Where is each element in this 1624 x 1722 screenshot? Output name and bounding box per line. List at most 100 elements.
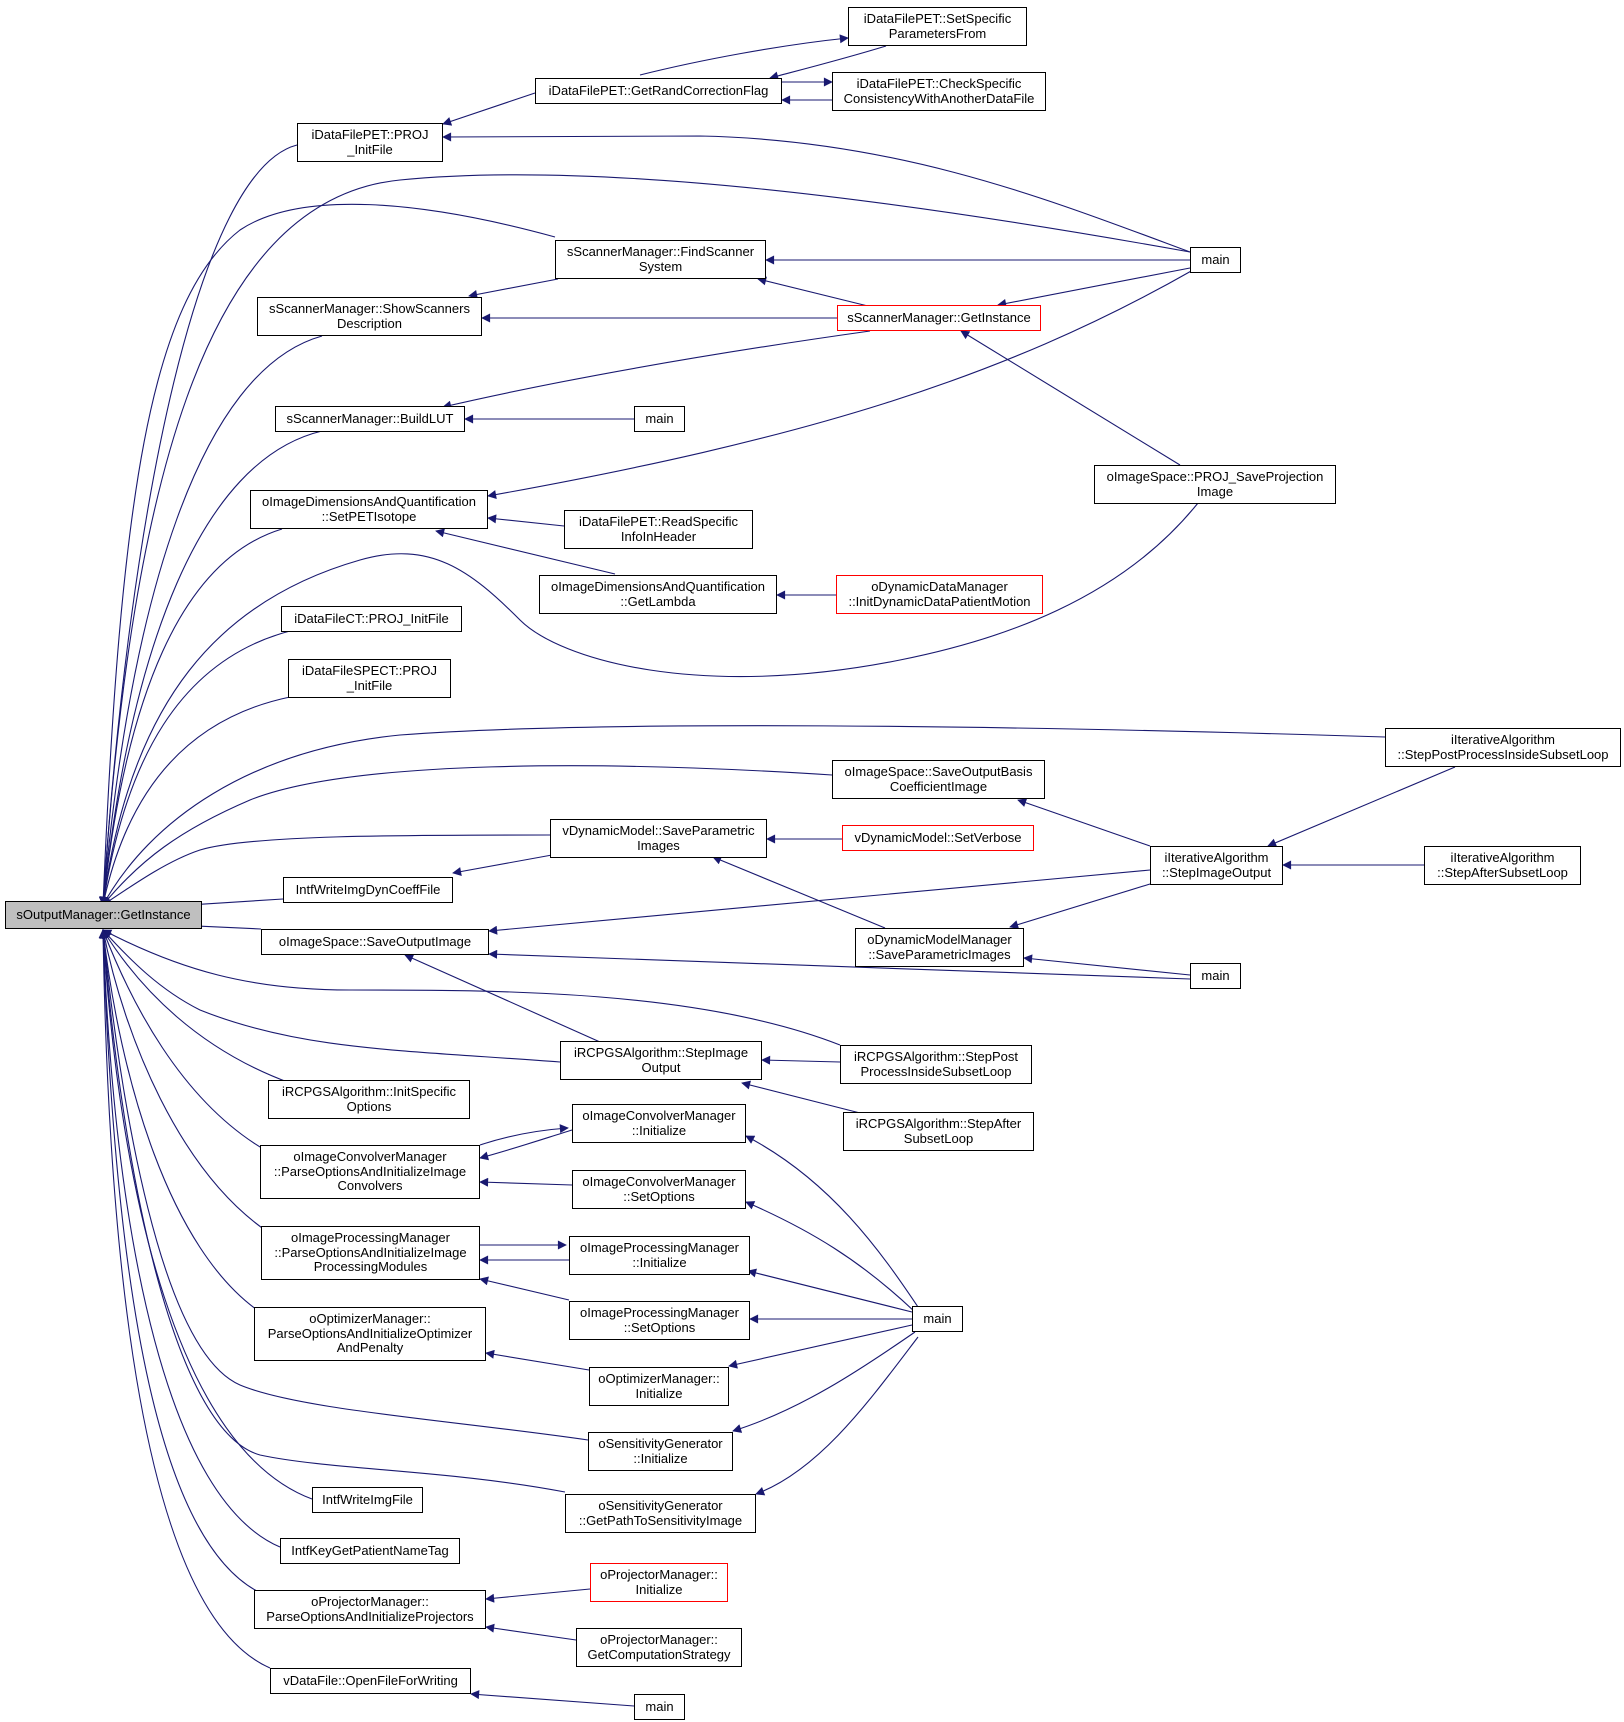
- edge-setspec-getrand: [769, 45, 887, 81]
- edge-main1-root: [99, 174, 1191, 906]
- graph-node[interactable]: sScannerManager::BuildLUT: [275, 406, 465, 432]
- graph-node[interactable]: oImageSpace::SaveOutputBasis Coefficient…: [832, 760, 1045, 799]
- graph-node[interactable]: oImageConvolverManager ::Initialize: [572, 1104, 746, 1143]
- edge-rcpgsimg-saveoutimg: [404, 954, 601, 1043]
- edge-rcpgsimg-root: [102, 929, 561, 1063]
- edge-saveparam-root: [102, 834, 551, 906]
- edge-rcpgsafter-rcpgsimg: [741, 1080, 861, 1114]
- edge-sensinit-root: [99, 929, 589, 1441]
- graph-node[interactable]: oOptimizerManager:: ParseOptionsAndIniti…: [254, 1307, 486, 1361]
- graph-node[interactable]: oDynamicModelManager ::SaveParametricIma…: [855, 928, 1024, 967]
- graph-node[interactable]: oProjectorManager:: ParseOptionsAndIniti…: [254, 1590, 486, 1629]
- graph-node[interactable]: oSensitivityGenerator ::GetPathToSensiti…: [565, 1494, 756, 1533]
- graph-node[interactable]: oSensitivityGenerator ::Initialize: [588, 1432, 733, 1471]
- graph-node[interactable]: oDynamicDataManager ::InitDynamicDataPat…: [836, 575, 1043, 614]
- graph-node[interactable]: main: [1190, 963, 1241, 989]
- edge-rcpgsinit-root: [102, 929, 291, 1084]
- graph-node[interactable]: oProjectorManager:: GetComputationStrate…: [576, 1628, 742, 1667]
- edge-main5-openfile: [470, 1690, 635, 1707]
- graph-node[interactable]: main: [634, 406, 685, 432]
- edge-findscanner-root: [98, 203, 556, 906]
- edge-main4-convset: [745, 1201, 916, 1313]
- graph-node[interactable]: oImageProcessingManager ::SetOptions: [569, 1301, 750, 1340]
- edge-convinit-convparse: [479, 1129, 573, 1161]
- graph-node[interactable]: iDataFilePET::ReadSpecific InfoInHeader: [564, 510, 753, 549]
- graph-node[interactable]: iDataFilePET::CheckSpecific ConsistencyW…: [832, 72, 1046, 111]
- graph-node[interactable]: iRCPGSAlgorithm::StepAfter SubsetLoop: [843, 1112, 1034, 1151]
- graph-node[interactable]: oImageDimensionsAndQuantification ::GetL…: [539, 575, 777, 614]
- graph-node[interactable]: iDataFilePET::GetRandCorrectionFlag: [535, 78, 782, 104]
- graph-node[interactable]: oImageSpace::PROJ_SaveProjection Image: [1094, 465, 1336, 504]
- graph-node[interactable]: oImageProcessingManager ::ParseOptionsAn…: [261, 1226, 480, 1280]
- edge-itimgout-saveoutbasis: [1017, 798, 1151, 847]
- edge-intfwrite-root: [99, 929, 313, 1500]
- graph-node[interactable]: iDataFileSPECT::PROJ _InitFile: [288, 659, 451, 698]
- graph-node[interactable]: IntfWriteImgDynCoeffFile: [283, 877, 453, 903]
- edge-buildlut-root: [99, 430, 323, 906]
- graph-node[interactable]: main: [1190, 247, 1241, 273]
- root-node[interactable]: sOutputManager::GetInstance: [5, 901, 202, 929]
- graph-node[interactable]: sScannerManager::GetInstance: [837, 305, 1041, 331]
- edge-convparse-root: [101, 929, 266, 1151]
- graph-node[interactable]: iDataFilePET::SetSpecific ParametersFrom: [848, 7, 1027, 46]
- graph-node[interactable]: iDataFilePET::PROJ _InitFile: [297, 123, 443, 162]
- edge-main3-dynmgrsave: [1023, 954, 1191, 976]
- edge-itpost-itimgout: [1267, 766, 1456, 847]
- edge-main4-sensgetpath: [755, 1336, 919, 1496]
- edge-main1-projinit: [442, 132, 1191, 253]
- edge-spect-root: [100, 696, 291, 906]
- edge-showscanners-root: [99, 335, 323, 906]
- graph-node[interactable]: oImageDimensionsAndQuantification ::SetP…: [250, 490, 488, 529]
- graph-node[interactable]: sScannerManager::FindScanner System: [555, 240, 766, 279]
- edge-ct-root: [99, 630, 291, 906]
- edge-main4-optinit: [728, 1324, 913, 1369]
- edge-intfkey-root: [98, 929, 281, 1548]
- edge-saveproj-smgetinst: [960, 330, 1181, 466]
- graph-node[interactable]: oImageSpace::SaveOutputImage: [261, 929, 489, 955]
- graph-node[interactable]: IntfKeyGetPatientNameTag: [280, 1538, 460, 1564]
- graph-node[interactable]: oImageConvolverManager ::ParseOptionsAnd…: [260, 1145, 480, 1199]
- graph-node[interactable]: vDynamicModel::SetVerbose: [842, 825, 1034, 851]
- graph-node[interactable]: vDynamicModel::SaveParametric Images: [550, 819, 767, 858]
- graph-node[interactable]: main: [634, 1694, 685, 1720]
- graph-node[interactable]: oOptimizerManager:: Initialize: [589, 1367, 729, 1406]
- edge-main1-setpet: [487, 269, 1194, 499]
- edge-itpost-root: [102, 725, 1386, 906]
- graph-node[interactable]: iRCPGSAlgorithm::StepImage Output: [560, 1041, 762, 1080]
- edge-getrand-setspec: [639, 34, 849, 76]
- edge-main4-procinit: [747, 1268, 913, 1313]
- edge-smgetinst-buildlut: [442, 330, 871, 410]
- graph-node[interactable]: iIterativeAlgorithm ::StepPostProcessIns…: [1385, 728, 1621, 767]
- graph-node[interactable]: vDataFile::OpenFileForWriting: [270, 1668, 471, 1694]
- edge-projparse-root: [98, 929, 266, 1596]
- edge-saveproj-root: [99, 502, 1199, 906]
- edge-setpet-root: [99, 528, 283, 906]
- edge-getlambda-setpet: [435, 528, 616, 575]
- edge-getrand-projinit: [442, 92, 536, 126]
- graph-node[interactable]: iIterativeAlgorithm ::StepAfterSubsetLoo…: [1424, 846, 1581, 885]
- edge-main4-sensinit: [732, 1331, 916, 1433]
- edge-procset-procparse: [479, 1276, 570, 1301]
- edge-procparse-root: [100, 929, 266, 1231]
- graph-node[interactable]: iRCPGSAlgorithm::InitSpecific Options: [268, 1080, 470, 1119]
- edge-main4-convinit: [745, 1135, 921, 1311]
- edge-rcpgspost-rcpgsimg: [761, 1055, 841, 1065]
- graph-node[interactable]: main: [912, 1306, 963, 1332]
- edge-projcomp-projparse: [485, 1623, 577, 1641]
- graph-node[interactable]: IntfWriteImgFile: [312, 1487, 423, 1513]
- edge-itimgout-saveoutimg: [488, 869, 1151, 935]
- graph-node[interactable]: oImageConvolverManager ::SetOptions: [572, 1170, 746, 1209]
- graph-node[interactable]: iDataFileCT::PROJ_InitFile: [281, 606, 462, 632]
- graph-node[interactable]: iRCPGSAlgorithm::StepPost ProcessInsideS…: [840, 1045, 1032, 1084]
- edge-dynmgrsave-saveparam: [712, 855, 886, 929]
- graph-node[interactable]: sScannerManager::ShowScanners Descriptio…: [257, 297, 482, 336]
- graph-node[interactable]: oProjectorManager:: Initialize: [590, 1563, 728, 1602]
- graph-node[interactable]: iIterativeAlgorithm ::StepImageOutput: [1150, 846, 1283, 885]
- graph-node[interactable]: oImageProcessingManager ::Initialize: [569, 1236, 750, 1275]
- edge-optparse-root: [99, 929, 261, 1313]
- edge-main1-smgetinst: [997, 267, 1191, 308]
- edge-openfile-root: [98, 929, 271, 1669]
- edge-optinit-optparse: [485, 1349, 590, 1371]
